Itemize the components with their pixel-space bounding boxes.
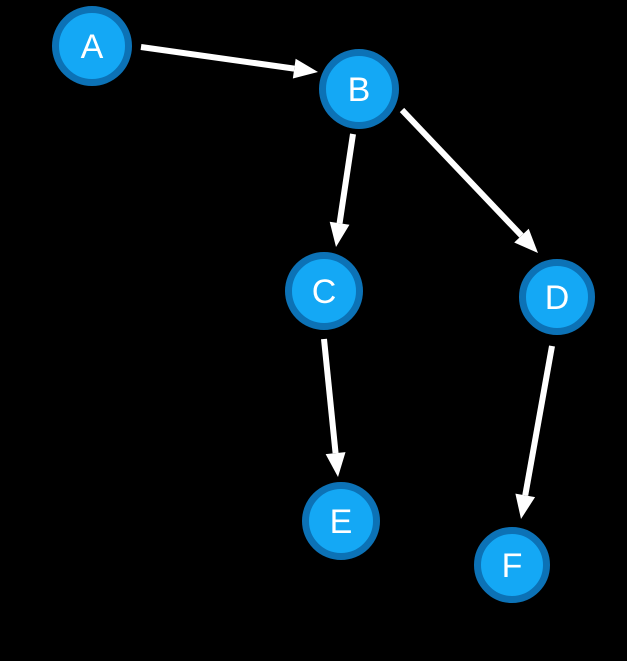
node-circle[interactable]	[302, 482, 380, 560]
node-circle[interactable]	[52, 6, 132, 86]
nodes-layer: A B C D E F	[52, 6, 595, 603]
edges-layer	[140, 44, 555, 519]
edge-line	[140, 44, 295, 72]
edge-line	[336, 133, 356, 224]
arrowhead-icon	[292, 58, 318, 79]
node-circle[interactable]	[319, 49, 399, 129]
node-circle[interactable]	[474, 527, 550, 603]
arrowhead-icon	[514, 228, 538, 253]
node-circle[interactable]	[285, 252, 363, 330]
edge-line	[321, 338, 339, 454]
edge-b-to-d	[399, 107, 538, 253]
node-label: B	[348, 71, 371, 109]
edge-d-to-f	[515, 345, 555, 519]
arrowhead-icon	[329, 221, 350, 247]
node-label: E	[330, 503, 353, 541]
node-label: F	[502, 547, 523, 585]
node-circle[interactable]	[519, 259, 595, 335]
edge-c-to-e	[321, 338, 346, 477]
node-label: A	[81, 28, 104, 66]
edge-b-to-c	[329, 133, 356, 247]
graph-node-d[interactable]: D	[519, 259, 595, 335]
node-label: C	[312, 273, 337, 311]
graph-node-a[interactable]: A	[52, 6, 132, 86]
node-label: D	[545, 279, 570, 317]
graph-node-b[interactable]: B	[319, 49, 399, 129]
edge-line	[522, 345, 555, 496]
graph-node-c[interactable]: C	[285, 252, 363, 330]
edge-a-to-b	[140, 44, 318, 79]
graph-node-e[interactable]: E	[302, 482, 380, 560]
arrowhead-icon	[515, 493, 536, 519]
graph-node-f[interactable]: F	[474, 527, 550, 603]
arrowhead-icon	[325, 452, 346, 477]
edge-line	[399, 107, 524, 238]
